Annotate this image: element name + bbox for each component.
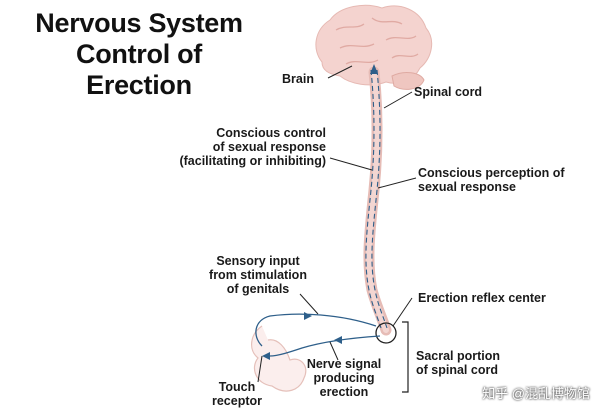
label-nerve-signal-line3: erection bbox=[319, 385, 369, 399]
label-touch-receptor: Touch receptor bbox=[204, 380, 270, 408]
leader-lines bbox=[257, 65, 417, 383]
label-touch-receptor-line2: receptor bbox=[211, 394, 263, 408]
label-conscious-perception-line1: Conscious perception of bbox=[418, 166, 565, 180]
label-conscious-control-line3: (facilitating or inhibiting) bbox=[179, 154, 326, 168]
label-spinal-cord: Spinal cord bbox=[414, 85, 483, 99]
label-brain: Brain bbox=[282, 72, 314, 86]
label-conscious-perception-line2: sexual response bbox=[418, 180, 516, 194]
nerve-pathways bbox=[255, 313, 381, 357]
genital-outline bbox=[251, 325, 307, 392]
label-nerve-signal: Nerve signal producing erection bbox=[296, 357, 392, 399]
title-line-1: Nervous System bbox=[35, 8, 243, 38]
title-line-2: Control of bbox=[76, 39, 202, 69]
label-nerve-signal-line1: Nerve signal bbox=[306, 357, 382, 371]
reflex-center-circle bbox=[375, 322, 397, 344]
sacral-bracket bbox=[402, 321, 409, 393]
watermark: 知乎 @混乱博物馆 bbox=[482, 386, 590, 401]
label-sacral-portion-line1: Sacral portion bbox=[416, 349, 501, 363]
label-sensory-input-line1: Sensory input bbox=[216, 254, 300, 268]
title-line-3: Erection bbox=[86, 70, 192, 100]
label-sacral-portion-line2: of spinal cord bbox=[416, 363, 498, 377]
label-sensory-input: Sensory input from stimulation of genita… bbox=[196, 254, 320, 296]
label-conscious-control: Conscious control of sexual response (fa… bbox=[148, 126, 326, 168]
label-touch-receptor-line1: Touch bbox=[218, 380, 256, 394]
brain-illustration bbox=[315, 4, 433, 90]
label-conscious-control-line2: of sexual response bbox=[212, 140, 326, 154]
label-sensory-input-line2: from stimulation bbox=[209, 268, 307, 282]
label-sacral-portion: Sacral portion of spinal cord bbox=[416, 349, 500, 377]
label-conscious-control-line1: Conscious control bbox=[216, 126, 326, 140]
label-reflex-center: Erection reflex center bbox=[418, 291, 546, 305]
label-sensory-input-line3: of genitals bbox=[226, 282, 290, 296]
spinal-cord-illustration bbox=[363, 64, 392, 336]
label-nerve-signal-line2: producing bbox=[313, 371, 375, 385]
label-conscious-perception: Conscious perception of sexual response bbox=[418, 166, 565, 194]
diagram-title: Nervous System Control of Erection bbox=[14, 8, 264, 101]
